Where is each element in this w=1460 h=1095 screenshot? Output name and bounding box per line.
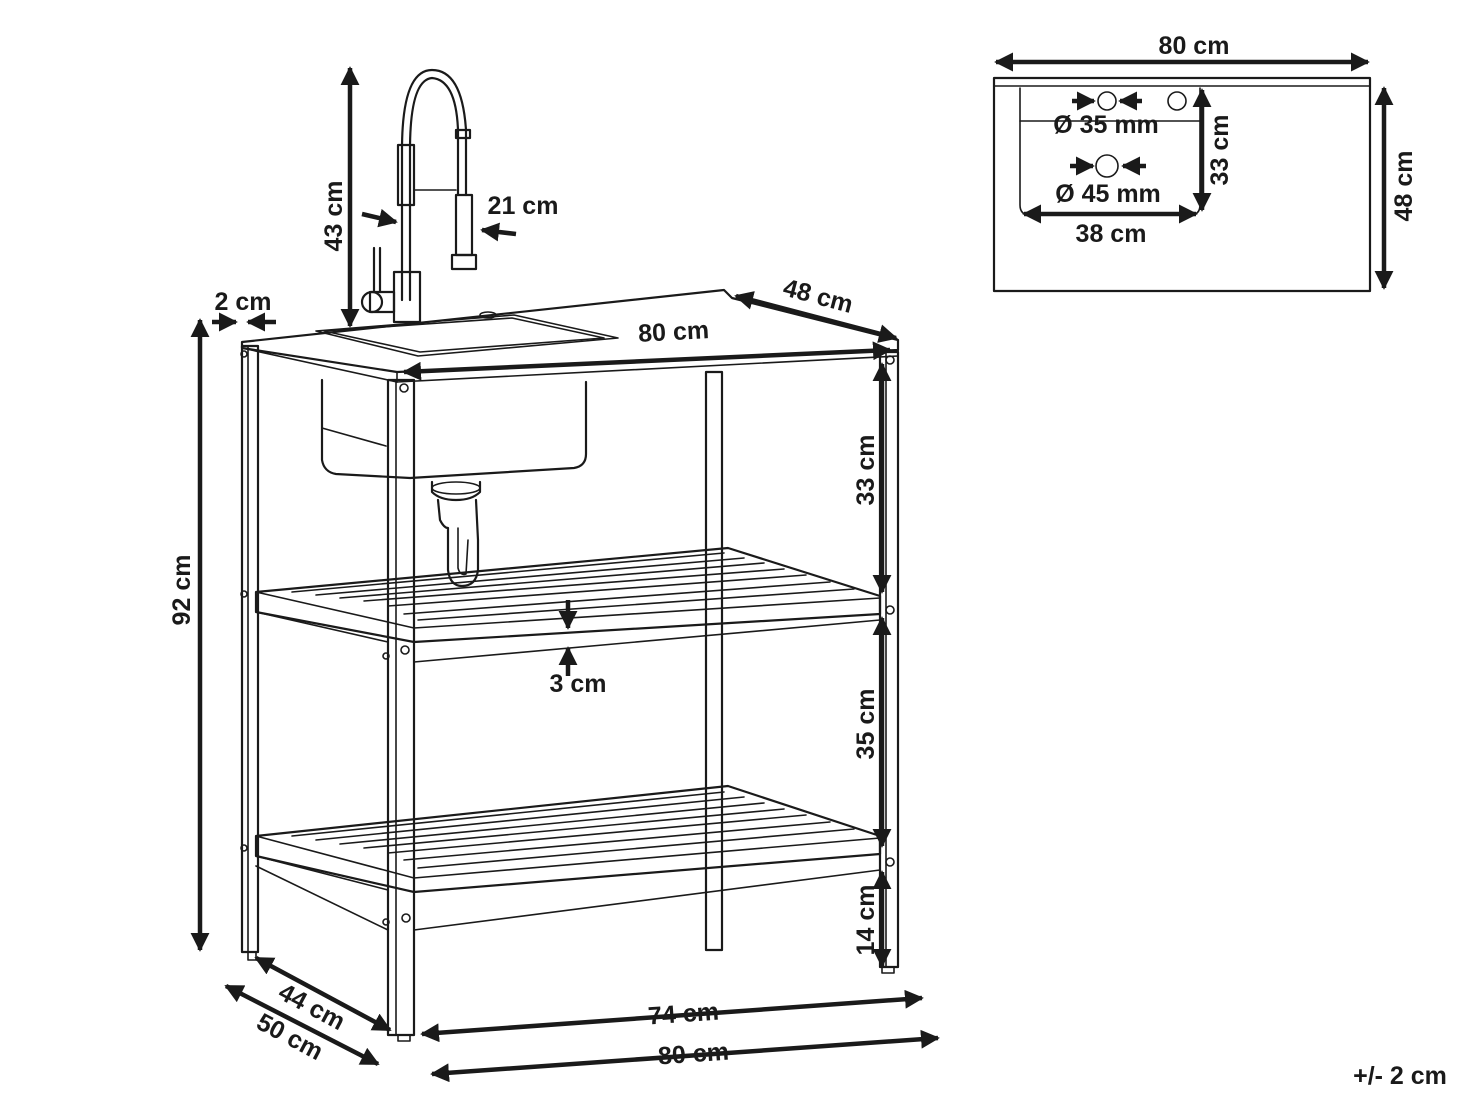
total-height-label: 92 cm [168, 555, 196, 626]
basin-depth-label: 33 cm [1206, 115, 1234, 186]
top-view: 80 cm 48 cm 33 cm 38 cm Ø 35 mm Ø 45 mm [992, 32, 1418, 293]
faucet-height-label: 43 cm [320, 181, 348, 252]
top-width-label: 80 cm [1159, 32, 1230, 60]
dimension-labels: 43 cm 21 cm 2 cm 48 cm 80 cm 92 cm 33 cm… [168, 181, 1447, 1090]
middle-shelf [240, 546, 895, 663]
basin-width-label: 38 cm [1076, 220, 1147, 248]
top-depth-label: 48 cm [1390, 151, 1418, 222]
rim-label: 2 cm [215, 288, 272, 316]
faucet-icon [360, 68, 478, 324]
upper-clearance-label: 33 cm [852, 435, 880, 506]
bottom-clearance-label: 14 cm [852, 885, 880, 956]
width-top-label: 80 cm [637, 316, 709, 348]
outer-width-label: 80 cm [657, 1038, 730, 1071]
tap-hole-icon [1097, 91, 1117, 111]
sink-bowl [320, 378, 588, 480]
middle-clearance-label: 35 cm [852, 689, 880, 760]
tolerance-label: +/- 2 cm [1353, 1062, 1447, 1090]
faucet-spray-label: 21 cm [488, 192, 559, 220]
sink-basin-top [315, 314, 619, 357]
tap-hole-icon [1167, 91, 1187, 111]
bottom-shelf [240, 784, 895, 931]
dimension-arrows [190, 66, 940, 1083]
top-view-outline [992, 76, 1372, 293]
countertop [240, 288, 900, 374]
hole-large-label: Ø 45 mm [1055, 180, 1161, 208]
inner-width-label: 74 cm [647, 998, 720, 1031]
shelf-thickness-label: 3 cm [550, 670, 607, 698]
drain-pipe [430, 480, 482, 588]
hole-small-label: Ø 35 mm [1053, 111, 1159, 139]
drain-hole-icon [1095, 154, 1119, 178]
